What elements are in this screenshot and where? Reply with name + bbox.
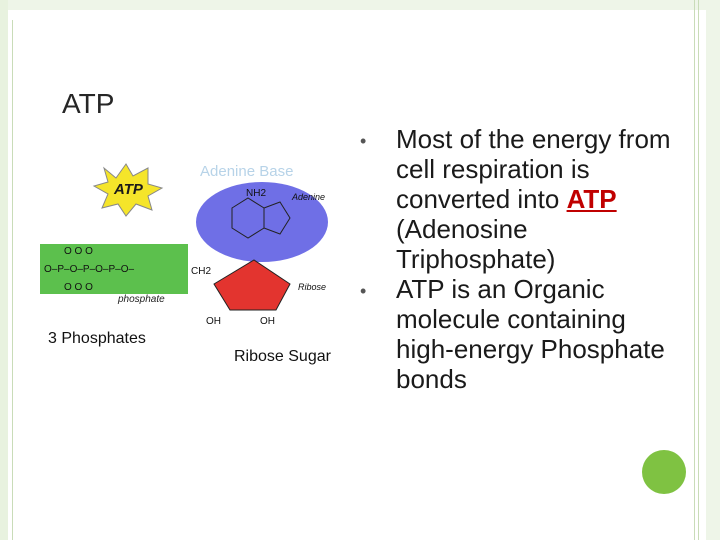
adenine-ring-label: Adenine	[291, 192, 325, 202]
ribose-ring-label: Ribose	[298, 282, 326, 292]
svg-text:O O O: O O O	[64, 246, 93, 257]
phosphate-chain-lines: O–P–O–P–O–P–O– O O O O O O	[44, 246, 134, 293]
nh2-label: NH2	[246, 188, 266, 199]
phosphate-group	[40, 244, 188, 294]
phosphate-label: phosphate	[117, 294, 165, 305]
oh-label-right: OH	[260, 316, 275, 327]
adenine-base-label: Adenine Base	[200, 163, 294, 180]
bullet-text-after: (Adenosine Triphosphate)	[396, 214, 556, 274]
frame-line-left	[12, 20, 13, 540]
atp-link[interactable]: ATP	[566, 184, 617, 214]
adenine-ring	[196, 182, 328, 262]
bullet-text: ATP is an Organic molecule containing hi…	[396, 274, 665, 394]
slide-frame-top	[8, 0, 720, 10]
ribose-ring	[213, 259, 291, 311]
oh-label-left: OH	[206, 316, 221, 327]
adenine-bonds	[231, 197, 291, 239]
frame-line-right	[694, 0, 695, 540]
phosphates-label: 3 Phosphates	[48, 330, 146, 347]
slide-title: ATP	[62, 88, 115, 119]
atp-molecule-diagram: ATP O–P–O–P–O–P–O– O O O O O O phosphate…	[40, 163, 328, 327]
bullet-dot-icon: •	[360, 131, 367, 151]
bullet-list: • Most of the energy from cell respirati…	[360, 124, 690, 394]
slide-frame-right	[706, 0, 720, 540]
bullet-dot-icon: •	[360, 281, 367, 301]
ribose-sugar-label: Ribose Sugar	[234, 348, 331, 365]
frame-line-right-inner	[698, 0, 699, 540]
ch2-label: CH2	[191, 266, 211, 277]
svg-text:O–P–O–P–O–P–O–: O–P–O–P–O–P–O–	[44, 264, 134, 275]
svg-text:O O O: O O O	[64, 282, 93, 293]
slide-frame-left	[0, 0, 8, 540]
bullet-text-before: Most of the energy from cell respiration…	[396, 124, 671, 214]
bullet-item-energy: • Most of the energy from cell respirati…	[360, 124, 690, 274]
atp-badge: ATP	[92, 163, 164, 217]
atp-badge-text: ATP	[113, 181, 144, 198]
decorative-green-circle	[642, 450, 686, 494]
bullet-item-organic: • ATP is an Organic molecule containing …	[360, 274, 690, 394]
